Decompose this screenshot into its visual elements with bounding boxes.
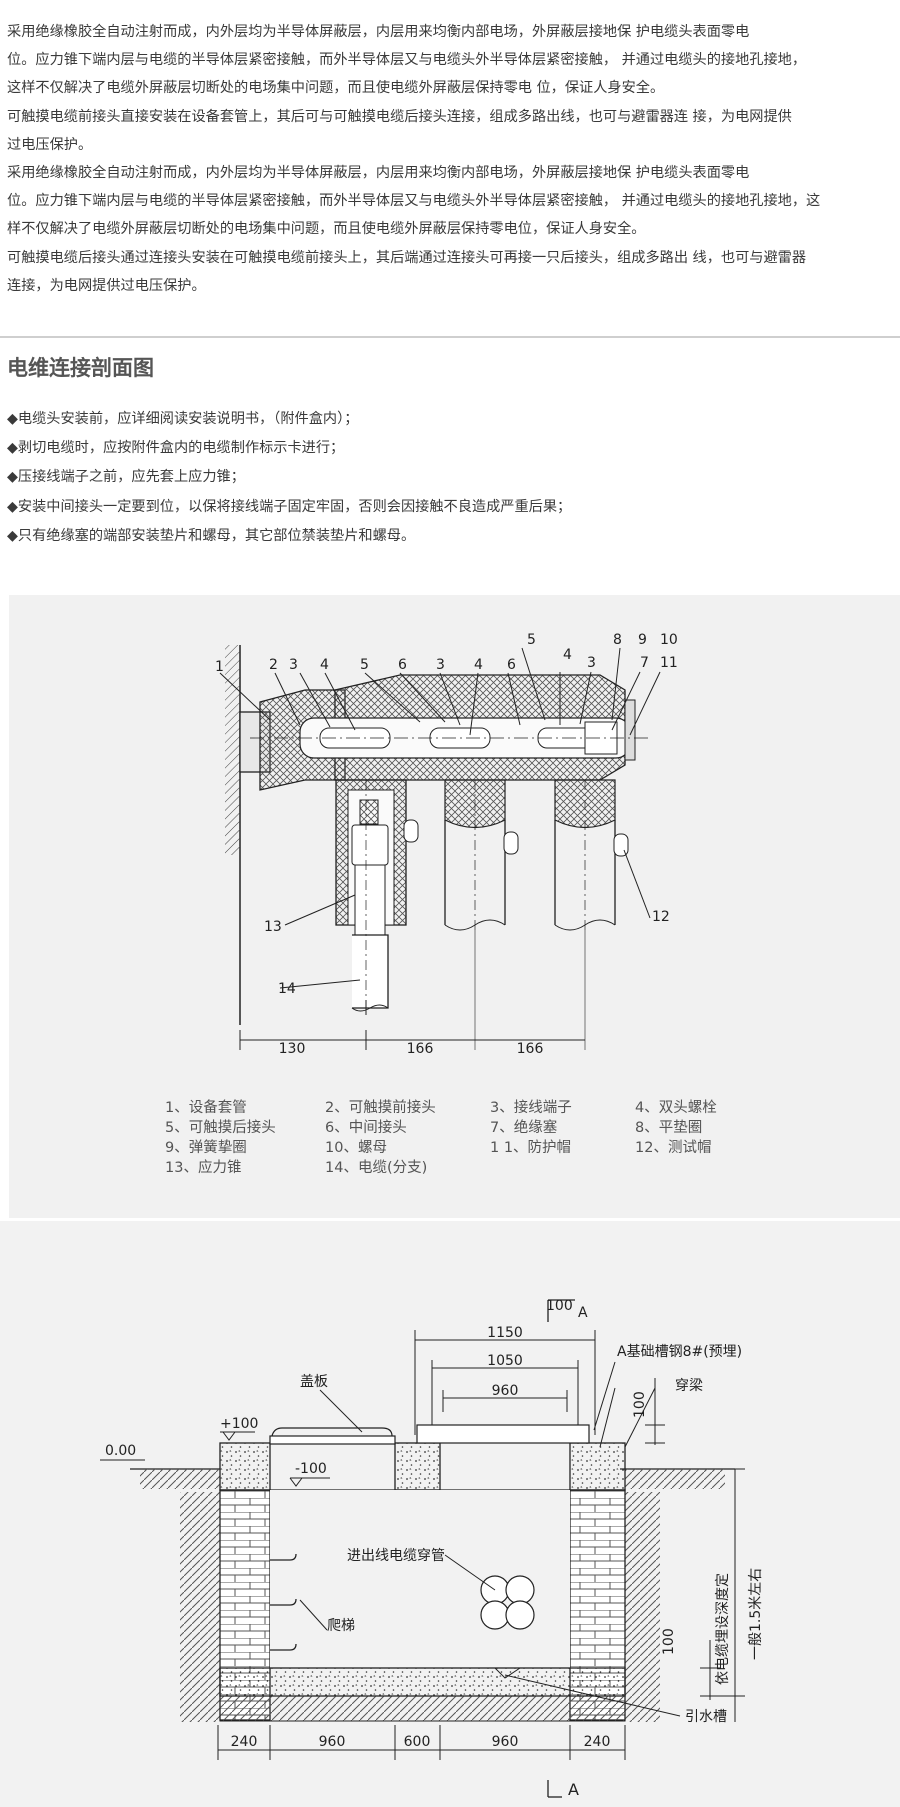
connector-section-diagram: 130 166 166 1 2 3 4 5 6 3 4 6 5 4 3 8 9 …: [215, 632, 678, 1057]
callout: 4: [563, 647, 572, 663]
callout: 4: [320, 657, 329, 673]
dim-960-top: 960: [492, 1383, 519, 1399]
callout: 3: [436, 657, 445, 673]
callout: 9: [638, 632, 647, 648]
intro-line: 位。应力锥下端内层与电缆的半导体层紧密接触，而外半导体层又与电缆头外半导体层紧密…: [7, 52, 807, 69]
section-divider: [0, 336, 900, 338]
legend-item: 10、螺母: [325, 1140, 387, 1156]
note-item: ◆安装中间接头一定要到位，以保将接线端子固定牢固，否则会因接触不良造成严重后果；: [7, 498, 572, 515]
intro-line: 采用绝缘橡胶全自动注射而成，内外层均为半导体屏蔽层，内层用来均衡内部电场，外屏蔽…: [7, 24, 750, 40]
section-letter-a-bottom: A: [568, 1780, 579, 1799]
callout: 5: [527, 632, 536, 648]
intro-line: 位。应力锥下端内层与电缆的半导体层紧密接触，而外半导体层又与电缆头外半导体层紧密…: [7, 193, 821, 210]
dim-100-vertical: 100: [632, 1391, 648, 1418]
note-item: ◆电缆头安装前，应详细阅读安装说明书，（附件盒内）；: [7, 411, 359, 427]
dim-bottom: 960: [492, 1734, 519, 1750]
legend-item: 14、电缆(分支): [325, 1160, 428, 1176]
intro-line: 连接，为电网提供过电压保护。: [7, 277, 206, 294]
drain-label: 引水槽: [685, 1709, 727, 1725]
legend-item: 5、可触摸后接头: [165, 1120, 276, 1136]
callout: 3: [587, 655, 596, 671]
legend-item: 3、接线端子: [490, 1100, 572, 1116]
dim-bottom: 240: [584, 1734, 611, 1750]
legend-item: 8、平垫圈: [635, 1120, 703, 1136]
cover-label: 盖板: [300, 1374, 328, 1390]
callout: 6: [398, 657, 407, 673]
dim-1150: 1150: [487, 1325, 523, 1341]
legend-item: 2、可触摸前接头: [325, 1100, 436, 1116]
section-title: 电维连接剖面图: [7, 356, 154, 380]
intro-line: 可触摸电缆前接头直接安装在设备套管上，其后可与可触摸电缆后接头连接，组成多路出线…: [7, 108, 792, 125]
channel-label: A基础槽钢8#(预埋): [617, 1343, 742, 1360]
section-mark-top: 100: [546, 1298, 573, 1314]
legend-item: 1 1、防护帽: [490, 1140, 572, 1156]
dim-100-floor: 100: [661, 1628, 677, 1655]
callout: 14: [278, 981, 296, 997]
callout: 11: [660, 655, 678, 671]
legend-item: 1、设备套管: [165, 1100, 247, 1116]
legend-item: 9、弹簧挚圈: [165, 1140, 247, 1156]
trench-section-diagram: 100 A A 1150 1050 960 A基础槽钢8#(预埋) 穿梁 盖板 …: [100, 1298, 764, 1799]
section-letter-a-top: A: [578, 1305, 588, 1321]
legend-item: 4、双头螺栓: [635, 1100, 717, 1116]
legend-item: 13、应力锥: [165, 1160, 242, 1176]
callout: 4: [474, 657, 483, 673]
intro-line: 这样不仅解决了电缆外屏蔽层切断处的电场集中问题，而且使电缆外屏蔽层保持零电 位，…: [7, 80, 665, 97]
callout: 1: [215, 659, 224, 675]
level-plus100: +100: [220, 1416, 258, 1432]
note-item: ◆压接线端子之前，应先套上应力锥；: [7, 469, 245, 486]
dim-bottom: 960: [319, 1734, 346, 1750]
intro-line: 样不仅解决了电缆外屏蔽层切断处的电场集中问题，而且使电缆外屏蔽层保持零电位，保证…: [7, 221, 646, 238]
level-zero: 0.00: [105, 1443, 136, 1459]
callout: 5: [360, 657, 369, 673]
depth-label-1: 依电缆埋设深度定: [715, 1573, 731, 1685]
legend-item: 7、绝缘塞: [490, 1120, 558, 1136]
callout: 2: [269, 657, 278, 673]
dim-166b: 166: [517, 1041, 544, 1057]
callout: 12: [652, 909, 670, 925]
callout: 8: [613, 632, 622, 648]
note-item: ◆剥切电缆时，应按附件盒内的电缆制作标示卡进行；: [7, 440, 345, 457]
dim-130: 130: [279, 1041, 306, 1057]
note-item: ◆只有绝缘塞的端部安装垫片和螺母，其它部位禁装垫片和螺母。: [7, 527, 416, 544]
legend-item: 12、测试帽: [635, 1140, 712, 1156]
callout: 13: [264, 919, 282, 935]
callout: 3: [289, 657, 298, 673]
ladder-label: 爬梯: [327, 1618, 355, 1634]
dim-bottom: 240: [231, 1734, 258, 1750]
depth-label-2: 一般1.5米左右: [748, 1568, 764, 1660]
installation-notes: ◆电缆头安装前，应详细阅读安装说明书，（附件盒内）； ◆剥切电缆时，应按附件盒内…: [7, 405, 571, 551]
callout: 6: [507, 657, 516, 673]
intro-line: 可触摸电缆后接头通过连接头安装在可触摸电缆前接头上，其后端通过连接头可再接一只后…: [7, 249, 807, 266]
dim-166a: 166: [407, 1041, 434, 1057]
level-minus100: -100: [295, 1461, 327, 1477]
callout: 10: [660, 632, 678, 648]
legend-item: 6、中间接头: [325, 1120, 407, 1136]
dim-bottom: 600: [404, 1734, 431, 1750]
intro-line: 过电压保护。: [7, 136, 93, 153]
intro-line: 采用绝缘橡胶全自动注射而成，内外层均为半导体屏蔽层，内层用来均衡内部电场，外屏蔽…: [7, 165, 750, 182]
dim-1050: 1050: [487, 1353, 523, 1369]
intro-text: 采用绝缘橡胶全自动注射而成，内外层均为半导体屏蔽层，内层用来均衡内部电场，外屏蔽…: [7, 18, 895, 300]
callout: 7: [640, 655, 649, 671]
beam-label: 穿梁: [675, 1378, 703, 1394]
pipe-label: 进出线电缆穿管: [347, 1548, 445, 1564]
